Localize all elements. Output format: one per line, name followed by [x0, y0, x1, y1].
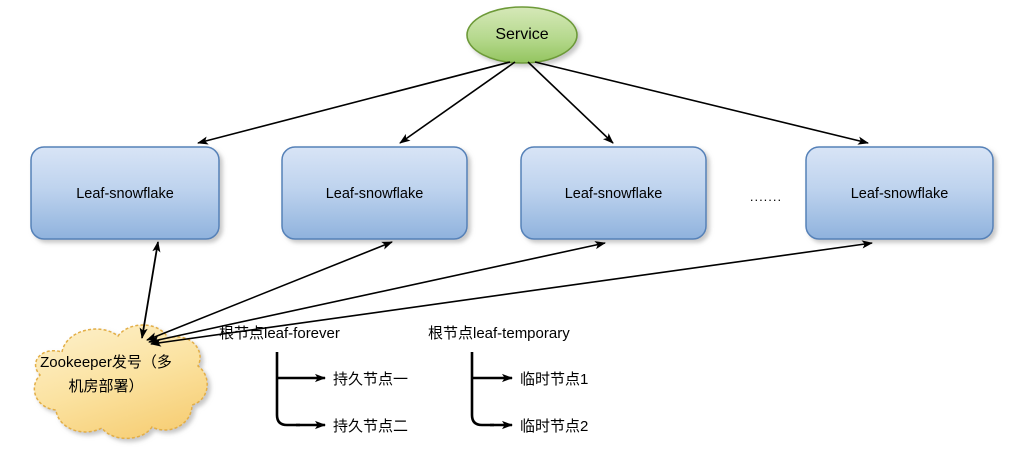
edge-service-to-leaf-4 — [534, 61, 869, 145]
leaf-node-box-4[interactable] — [805, 146, 994, 240]
edge-zookeeper-leaf-1-bidirectional — [139, 241, 161, 339]
tree-1-child-label-2: 持久节点二 — [333, 418, 409, 435]
leaf-node-box-1[interactable] — [30, 146, 220, 240]
tree-2-trunk — [470, 352, 494, 427]
tree-2-child-label-2: 临时节点2 — [520, 418, 589, 435]
edge-service-to-leaf-3 — [527, 61, 614, 144]
edge-service-to-leaf-1 — [197, 61, 511, 145]
leaf-node-box-3[interactable] — [520, 146, 707, 240]
edge-zookeeper-to-leaf-4 — [150, 240, 873, 347]
zookeeper-cloud-node[interactable] — [33, 324, 208, 440]
tree-1-trunk — [275, 352, 300, 427]
tree-2-child-label-1: 临时节点1 — [520, 371, 589, 388]
tree-1-root-label: 根节点leaf-forever — [219, 325, 340, 342]
tree-1-child-label-1: 持久节点一 — [333, 371, 409, 388]
leaf-node-box-2[interactable] — [281, 146, 468, 240]
service-node[interactable] — [466, 6, 578, 64]
tree-2-root-label: 根节点leaf-temporary — [428, 325, 570, 342]
edge-service-to-leaf-2 — [399, 61, 516, 144]
